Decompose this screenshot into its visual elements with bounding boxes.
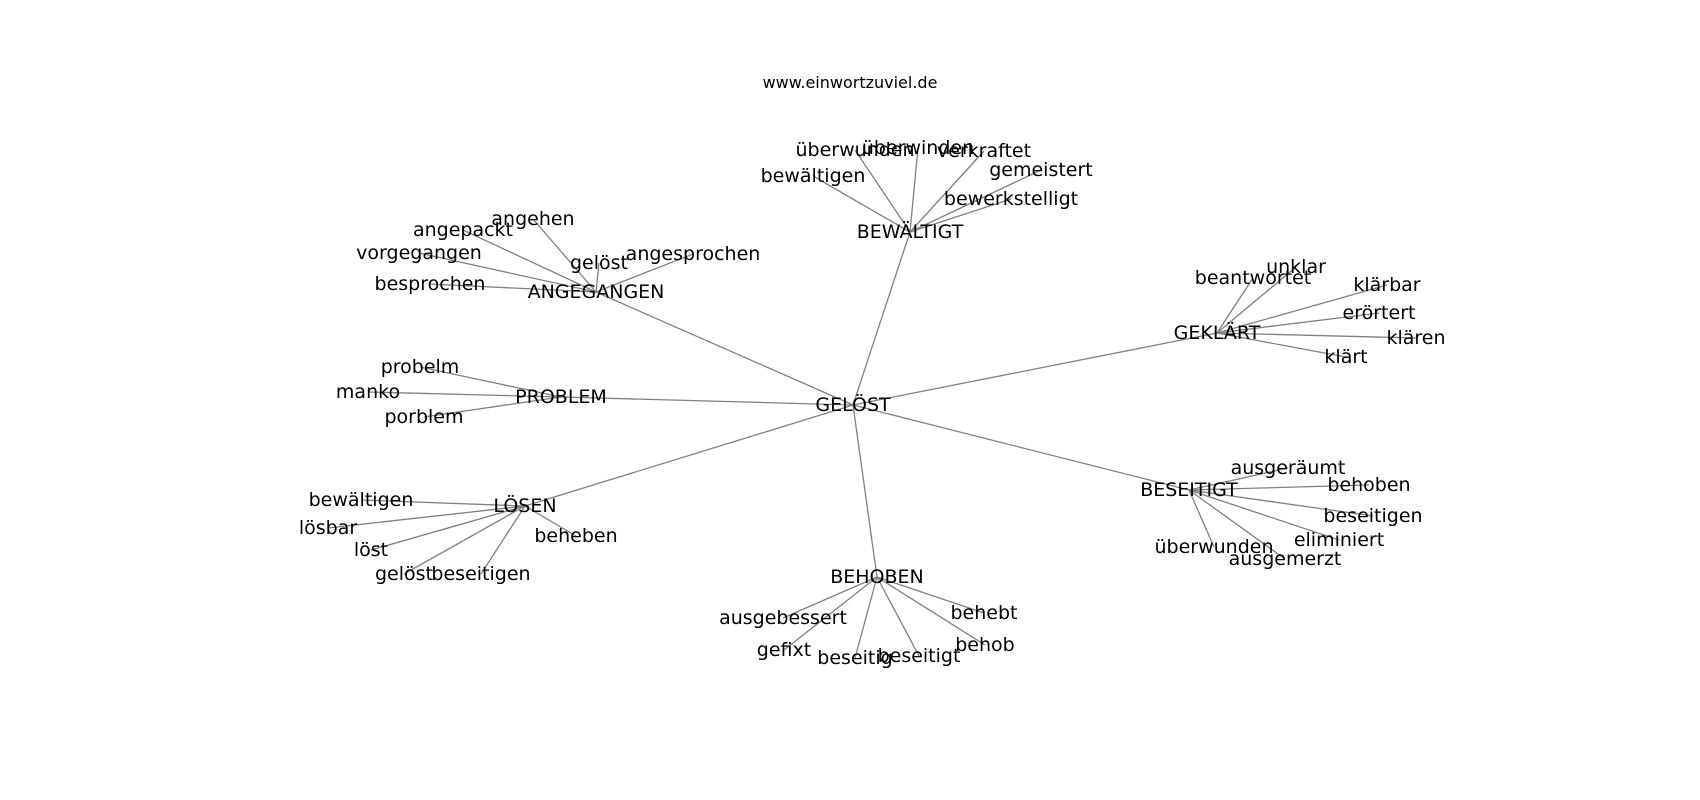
node-leaf-klaeren: klären bbox=[1386, 327, 1445, 349]
node-leaf-loesbar: lösbar bbox=[299, 517, 358, 539]
edge-loesen-geloest bbox=[403, 505, 526, 575]
node-leaf-gefixt: gefixt bbox=[757, 639, 811, 661]
edge-bewaeltigt-bewerkstelligt bbox=[909, 198, 1012, 233]
edge-bewaeltigt-ueberwinden bbox=[909, 147, 919, 233]
edge-angegangen-vorgegangen bbox=[418, 252, 597, 293]
node-hub-bewaeltigt: BEWÄLTIGT bbox=[857, 220, 964, 243]
node-hub-problem: PROBLEM bbox=[515, 386, 607, 408]
edge-geklaert-eroertert bbox=[1216, 312, 1380, 334]
edge-angegangen-angesprochen bbox=[595, 253, 694, 293]
node-leaf-ausgeraeumt: ausgeräumt bbox=[1231, 457, 1346, 479]
edge-beseitigt-ausgeraeumt bbox=[1188, 467, 1289, 491]
edge-behoben-behob bbox=[876, 576, 986, 646]
edge-center-geklaert bbox=[852, 332, 1218, 406]
node-leaf-loest: löst bbox=[354, 539, 388, 561]
edge-angegangen-angehen bbox=[532, 218, 597, 293]
edge-problem-probelm bbox=[419, 366, 562, 398]
node-leaf-beseitig: beseitig bbox=[817, 647, 892, 669]
edge-behoben-ausgebessert bbox=[782, 576, 878, 619]
node-leaf-manko: manko bbox=[336, 381, 400, 403]
edge-bewaeltigt-verkraftet bbox=[909, 150, 985, 233]
edge-problem-porblem bbox=[423, 396, 562, 418]
node-leaf-unklar: unklar bbox=[1266, 256, 1326, 278]
node-leaf-angehen: angehen bbox=[491, 208, 574, 230]
node-leaf-ausgebessert: ausgebessert bbox=[719, 607, 847, 629]
edge-center-loesen bbox=[524, 404, 854, 507]
node-leaf-geloest: gelöst bbox=[375, 563, 433, 585]
node-leaf-probelm: probelm bbox=[381, 356, 460, 378]
node-leaf-klaert: klärt bbox=[1324, 346, 1367, 368]
node-leaf-behoben: behoben bbox=[1327, 474, 1410, 496]
edge-beseitigt-ueberwunden bbox=[1188, 489, 1215, 548]
node-hub-behoben: BEHOBEN bbox=[830, 566, 924, 588]
edge-behoben-beseitigt bbox=[876, 576, 920, 657]
node-hub-geklaert: GEKLÄRT bbox=[1174, 321, 1261, 344]
edge-angegangen-geloest bbox=[595, 262, 600, 293]
edge-center-angegangen bbox=[595, 291, 854, 406]
node-leaf-ueberwunden: überwunden bbox=[795, 139, 914, 161]
node-leaf-ausgemerzt: ausgemerzt bbox=[1229, 548, 1342, 570]
node-leaf-bewaeltigen: bewältigen bbox=[761, 165, 866, 187]
edge-beseitigt-behoben bbox=[1188, 484, 1370, 491]
edge-loesen-beheben bbox=[524, 505, 577, 537]
node-leaf-behob: behob bbox=[955, 634, 1014, 656]
edge-angegangen-besprochen bbox=[429, 283, 597, 293]
node-leaf-beantwortet: beantwortet bbox=[1195, 267, 1311, 289]
edge-geklaert-unklar bbox=[1216, 266, 1297, 334]
node-leaf-beheben: beheben bbox=[534, 525, 617, 547]
node-hub-angegangen: ANGEGANGEN bbox=[528, 281, 665, 303]
node-leaf-ueberwinden: überwinden bbox=[862, 137, 974, 159]
node-leaf-eroertert: erörtert bbox=[1343, 302, 1416, 324]
edge-beseitigt-beseitigen bbox=[1188, 489, 1374, 517]
node-leaf-porblem: porblem bbox=[384, 406, 463, 428]
node-leaf-bewaeltigen: bewältigen bbox=[309, 489, 414, 511]
node-leaf-beseitigt: beseitigt bbox=[878, 645, 961, 667]
label-layer: GELÖSTBEWÄLTIGTüberwundenüberwindenverkr… bbox=[299, 137, 1446, 669]
node-leaf-verkraftet: verkraftet bbox=[937, 140, 1031, 162]
edge-beseitigt-ausgemerzt bbox=[1188, 489, 1286, 560]
node-leaf-vorgegangen: vorgegangen bbox=[356, 242, 482, 264]
node-center-geloest: GELÖST bbox=[815, 393, 891, 416]
edge-center-problem bbox=[560, 396, 854, 406]
edge-loesen-beseitigen bbox=[480, 505, 526, 575]
node-leaf-eliminiert: eliminiert bbox=[1294, 529, 1384, 551]
node-leaf-bewerkstelligt: bewerkstelligt bbox=[944, 188, 1078, 210]
edge-behoben-gefixt bbox=[783, 576, 878, 651]
edge-loesen-bewaeltigen bbox=[360, 499, 526, 507]
edge-center-bewaeltigt bbox=[852, 231, 911, 406]
node-leaf-ueberwunden: überwunden bbox=[1154, 536, 1273, 558]
edge-geklaert-beantwortet bbox=[1216, 277, 1254, 334]
node-leaf-angepackt: angepackt bbox=[413, 219, 513, 241]
edge-behoben-behebt bbox=[876, 576, 985, 614]
node-leaf-angesprochen: angesprochen bbox=[626, 243, 761, 265]
node-leaf-behebt: behebt bbox=[951, 602, 1018, 624]
edge-bewaeltigt-bewaeltigen bbox=[812, 175, 911, 233]
node-leaf-beseitigen: beseitigen bbox=[1323, 505, 1422, 527]
edge-geklaert-klaeren bbox=[1216, 332, 1417, 339]
edge-problem-manko bbox=[367, 391, 562, 398]
edge-center-beseitigt bbox=[852, 404, 1190, 491]
edge-center-behoben bbox=[852, 404, 878, 578]
edge-loesen-loest bbox=[370, 505, 526, 551]
node-leaf-besprochen: besprochen bbox=[375, 273, 486, 295]
edge-angegangen-angepackt bbox=[462, 229, 597, 293]
edge-geklaert-klaert bbox=[1216, 332, 1347, 358]
edge-beseitigt-eliminiert bbox=[1188, 489, 1340, 541]
site-caption: www.einwortzuviel.de bbox=[763, 73, 938, 92]
node-leaf-gemeistert: gemeistert bbox=[989, 159, 1093, 181]
edge-loesen-loesbar bbox=[327, 505, 526, 529]
node-hub-beseitigt: BESEITIGT bbox=[1140, 479, 1238, 501]
edge-behoben-beseitig bbox=[854, 576, 878, 659]
edge-bewaeltigt-gemeistert bbox=[909, 169, 1042, 233]
edge-layer bbox=[327, 147, 1417, 659]
edge-geklaert-klaerbar bbox=[1216, 284, 1388, 334]
node-leaf-geloest: gelöst bbox=[570, 252, 628, 274]
edge-bewaeltigt-ueberwunden bbox=[854, 149, 911, 233]
node-leaf-beseitigen: beseitigen bbox=[431, 563, 530, 585]
node-leaf-klaerbar: klärbar bbox=[1353, 274, 1420, 296]
node-hub-loesen: LÖSEN bbox=[493, 494, 556, 517]
